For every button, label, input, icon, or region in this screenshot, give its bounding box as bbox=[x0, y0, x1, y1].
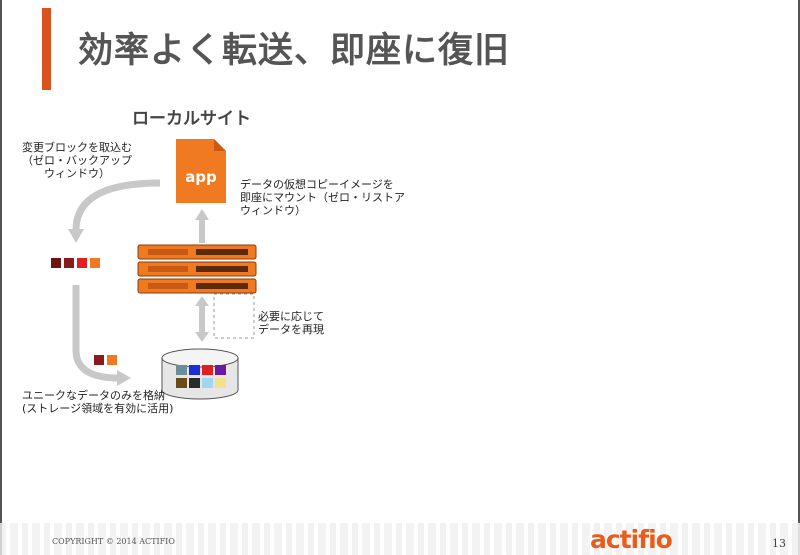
stored-block-8 bbox=[215, 378, 226, 388]
block-square-3 bbox=[77, 258, 87, 268]
appliance-stack bbox=[137, 244, 257, 294]
stored-block-1 bbox=[176, 365, 187, 375]
app-label: app bbox=[185, 168, 217, 186]
stored-block-3 bbox=[202, 365, 213, 375]
stored-block-4 bbox=[215, 365, 226, 375]
block-square-1 bbox=[51, 258, 61, 268]
store-arrow bbox=[72, 285, 119, 382]
storage-cylinder bbox=[161, 348, 239, 400]
stored-block-5 bbox=[176, 378, 187, 388]
local-site-label: ローカルサイト bbox=[132, 109, 251, 129]
actifio-logo: actifio bbox=[590, 525, 673, 554]
mount-description: データの仮想コピーイメージを 即座にマウント（ゼロ・リストア ウィンドウ） bbox=[240, 178, 405, 217]
app-document-icon bbox=[176, 139, 226, 203]
store-arrow-head bbox=[117, 370, 131, 386]
capture-arrow-head bbox=[68, 229, 84, 243]
rehydrate-arrow-head-up bbox=[195, 296, 209, 306]
rehydrate-description: 必要に応じて データを再現 bbox=[258, 310, 324, 336]
rehydrate-dashed-box bbox=[213, 293, 255, 339]
mount-arrow-head bbox=[195, 209, 209, 220]
block-square-6 bbox=[107, 355, 117, 365]
page-title: 効率よく転送、即座に復旧 bbox=[78, 31, 511, 71]
frame-right-border bbox=[798, 0, 800, 555]
page-number: 13 bbox=[772, 537, 786, 550]
block-square-4 bbox=[90, 258, 100, 268]
copyright-text: COPYRIGHT © 2014 ACTIFIO bbox=[52, 537, 175, 546]
footer-binary-pattern bbox=[0, 523, 800, 555]
capture-arrow bbox=[72, 179, 161, 231]
store-description: ユニークなデータのみを格納 (ストレージ領域を有効に活用) bbox=[22, 389, 174, 415]
stored-block-6 bbox=[189, 378, 200, 388]
frame-left-border bbox=[0, 0, 2, 555]
block-square-5 bbox=[94, 355, 104, 365]
capture-description: 変更ブロックを取込む （ゼロ・バックアップ ウィンドウ） bbox=[22, 141, 132, 180]
stored-block-7 bbox=[202, 378, 213, 388]
block-square-2 bbox=[64, 258, 74, 268]
stored-block-2 bbox=[189, 365, 200, 375]
rehydrate-arrow-head-down bbox=[195, 332, 209, 342]
title-accent-bar bbox=[42, 8, 51, 90]
